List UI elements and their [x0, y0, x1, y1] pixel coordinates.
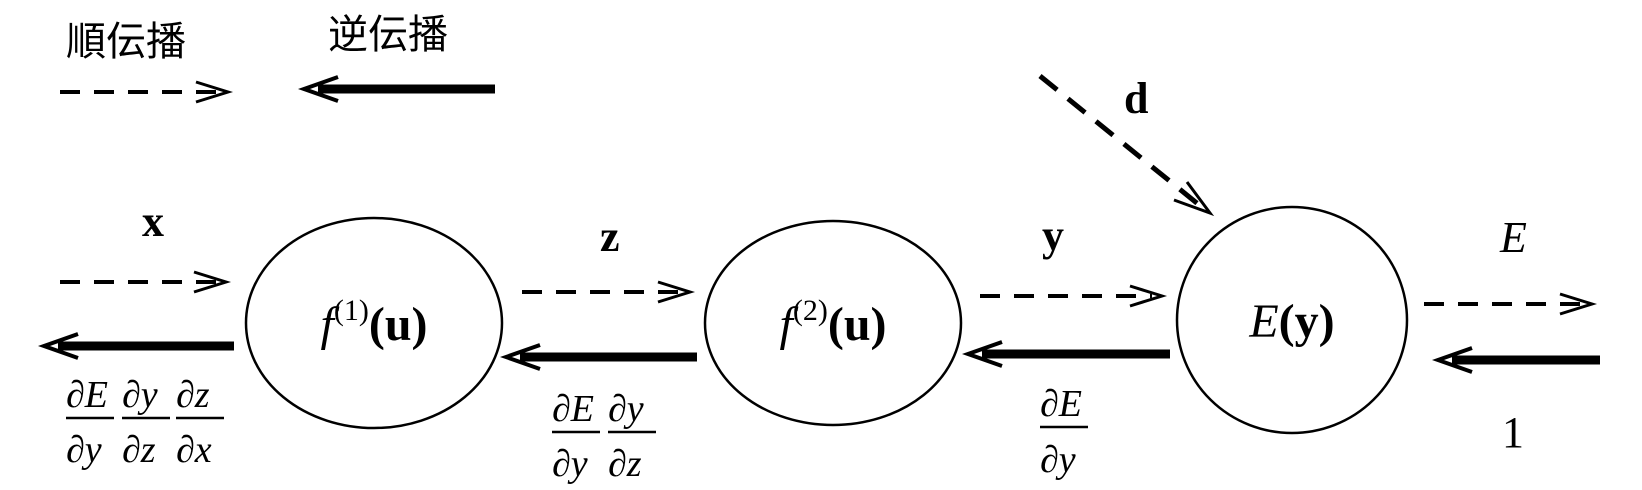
legend-backward-label: 逆伝播	[328, 12, 448, 58]
g1-frac2-den: ∂z	[122, 429, 156, 471]
svg-text:f(1)(u): f(1)(u)	[321, 294, 428, 351]
g1-frac2-num: ∂y	[122, 374, 158, 416]
g3-frac1-num: ∂E	[1040, 383, 1082, 425]
g1-frac1-den: ∂y	[66, 429, 102, 471]
gradient-dE-dx: ∂E ∂y ∂y ∂z ∂z ∂x	[66, 374, 224, 471]
forward-arrow-z	[522, 280, 696, 304]
node-f2: f(2)(u)	[703, 219, 963, 427]
forward-arrow-E	[1424, 292, 1598, 316]
edge-y-label: y	[1042, 211, 1064, 260]
node-f2-sup: (2)	[793, 294, 828, 327]
backward-arrow-y	[961, 340, 1170, 368]
input-d-label: d	[1124, 74, 1148, 123]
g3-frac1-den: ∂y	[1040, 439, 1076, 481]
forward-arrow-y	[980, 284, 1168, 308]
g1-frac3-den: ∂x	[176, 429, 212, 471]
edge-E-label: E	[1499, 213, 1527, 262]
g2-frac1-num: ∂E	[552, 388, 594, 430]
node-loss-fn: E	[1248, 295, 1278, 348]
g2-frac2-den: ∂z	[608, 443, 642, 485]
legend-backward-arrow	[297, 75, 495, 103]
edge-z-label: z	[600, 212, 620, 261]
g2-frac1-den: ∂y	[552, 443, 588, 485]
forward-arrow-d	[1038, 74, 1215, 217]
node-loss: E(y)	[1175, 205, 1409, 435]
input-x-label: x	[142, 197, 164, 246]
svg-text:f(2)(u): f(2)(u)	[780, 294, 887, 351]
backward-arrow-z	[499, 343, 697, 371]
node-f1-sup: (1)	[334, 294, 369, 327]
gradient-dE-dz: ∂E ∂y ∂y ∂z	[552, 388, 656, 485]
g2-frac2-num: ∂y	[608, 388, 644, 430]
backward-arrow-x	[37, 332, 234, 360]
backward-arrow-E	[1431, 346, 1600, 374]
gradient-dE-dy: ∂E ∂y	[1040, 383, 1088, 481]
g1-frac1-num: ∂E	[66, 374, 108, 416]
g1-frac3-num: ∂z	[176, 374, 210, 416]
legend-forward-label: 順伝播	[66, 19, 186, 65]
legend-forward-arrow	[60, 80, 234, 104]
node-f2-arg: (u)	[828, 298, 887, 351]
svg-text:E(y): E(y)	[1248, 295, 1334, 348]
node-f1-arg: (u)	[369, 298, 428, 351]
node-f1: f(1)(u)	[244, 216, 504, 430]
node-loss-arg: (y)	[1279, 295, 1335, 348]
gradient-seed-label: 1	[1502, 408, 1524, 457]
forward-arrow-x	[60, 270, 232, 294]
